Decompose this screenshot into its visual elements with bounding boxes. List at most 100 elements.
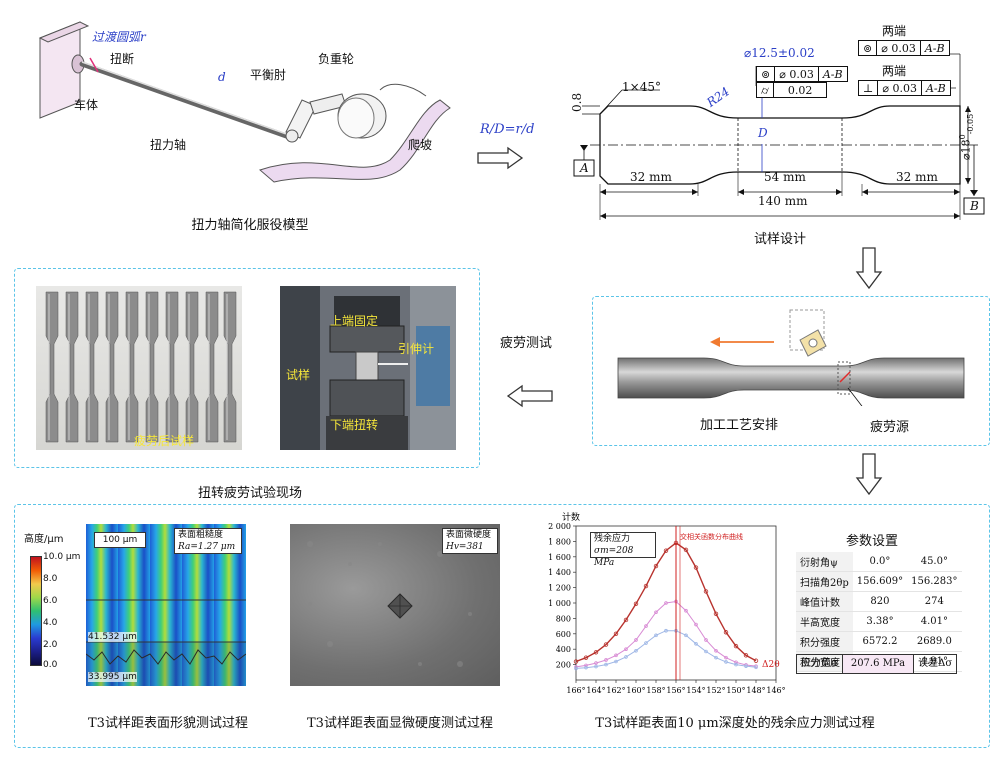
test-machine-photo	[280, 286, 456, 450]
specimen-label: 试样	[286, 368, 311, 382]
params-cell: 半高宽度	[796, 611, 853, 632]
data-point	[634, 638, 638, 642]
data-point	[574, 666, 578, 671]
params-cell: 积分强度	[796, 631, 853, 652]
test-site-panel	[14, 268, 480, 468]
roughness-value-top: 41.532 μm	[88, 632, 137, 642]
y-tick-label: 800	[556, 614, 571, 623]
y-tick-label: 1 000	[548, 599, 571, 608]
data-point	[654, 633, 658, 638]
design-caption: 试样设计	[753, 232, 806, 247]
torsion-shaft-label: 扭力轴	[150, 138, 187, 152]
x-tick-label: 148°	[746, 686, 765, 695]
params-cell: 274	[907, 591, 962, 612]
data-point	[583, 655, 589, 660]
data-point	[724, 660, 728, 664]
data-point	[733, 643, 739, 649]
stress-result-row: 应力值σ 207.6 MPa 误差Δσ	[796, 654, 958, 674]
data-point	[734, 660, 738, 665]
right-diameter-label: ⌀180-0.05	[958, 113, 975, 160]
x-tick-label: 164°	[586, 686, 605, 695]
data-point	[663, 548, 669, 553]
data-point	[594, 664, 598, 669]
body-label: 车体	[74, 98, 99, 112]
params-cell: 衍射角ψ	[796, 552, 853, 572]
arrow-right-icon	[477, 146, 524, 170]
y-tick-label: 1 200	[548, 584, 571, 593]
arrow-left-icon	[506, 384, 553, 408]
ends-label-1: 两端	[882, 24, 907, 38]
data-point	[754, 664, 758, 668]
fcf-perpendicularity-ends: ⊥ ⌀ 0.03 A-B	[858, 80, 951, 96]
chart-legend-box: 残余应力 σm=208 MPa	[590, 532, 656, 568]
measurement-panel	[14, 504, 990, 748]
params-cell: 156.283°	[907, 571, 962, 592]
x-tick-label: 146°	[766, 686, 785, 695]
data-point	[624, 647, 628, 652]
data-point	[713, 611, 719, 616]
datum-a-label: A	[580, 161, 589, 175]
dim-left-label: 32 mm	[630, 170, 672, 184]
service-model-caption: 扭力轴简化服役模型	[191, 218, 309, 233]
x-tick-label: 150°	[726, 686, 745, 695]
x-tick-label: 154°	[686, 686, 705, 695]
data-point	[704, 649, 708, 654]
dim-total-label: 140 mm	[758, 194, 808, 208]
cylindricity-icon: ⌭	[757, 83, 774, 97]
y-tick-label: 1 400	[548, 568, 571, 577]
data-point	[594, 661, 598, 665]
y-tick-label: 600	[556, 630, 571, 639]
extensometer-label: 引伸计	[398, 342, 435, 356]
data-point	[684, 633, 688, 638]
fatigue-test-label: 疲劳测试	[500, 336, 553, 351]
data-point	[724, 655, 728, 660]
params-cell: 4.91°	[907, 651, 962, 672]
service-model-diagram	[38, 21, 451, 183]
data-point	[643, 583, 649, 589]
data-point	[644, 624, 648, 628]
data-point	[753, 658, 759, 663]
data-point	[614, 653, 618, 658]
process-caption: 加工工艺安排	[700, 418, 779, 433]
series-line	[575, 630, 757, 669]
top-fixed-label: 上端固定	[330, 314, 379, 328]
bottom-twist-label: 下端扭转	[330, 418, 379, 432]
params-cell: 0.0°	[852, 552, 908, 572]
y-tick-label: 1 600	[548, 553, 571, 562]
hardness-info-box: 表面微硬度 Hv=381	[442, 528, 498, 554]
data-point	[584, 663, 588, 668]
roughness-caption: T3试样距表面形貌测试过程	[88, 716, 248, 731]
params-cell: 3.38°	[852, 611, 908, 632]
data-point	[744, 664, 748, 668]
x-tick-label: 166°	[566, 686, 585, 695]
torsion-shaft	[79, 61, 295, 141]
params-cell: 6572.2	[852, 631, 908, 652]
data-point	[664, 628, 668, 633]
stress-label: 应力值σ	[797, 655, 843, 673]
scale-bar-box: 100 μm	[94, 532, 146, 548]
params-cell: 45.0°	[907, 552, 962, 572]
data-point	[614, 659, 618, 664]
ratio-label: R/D=r/d	[480, 122, 535, 137]
params-cell: 820	[852, 591, 908, 612]
data-point	[714, 648, 718, 653]
dim-mid-label: 54 mm	[764, 170, 806, 184]
params-cell: 扫描角2θp	[796, 571, 853, 592]
data-point	[684, 608, 688, 613]
chamfer-label: 1×45°	[622, 80, 661, 94]
fatigue-source-label: 疲劳源	[870, 420, 910, 435]
hardness-caption: T3试样距表面显微硬度测试过程	[307, 716, 493, 731]
machined-specimen-photo	[617, 309, 965, 406]
stress-value: 207.6 MPa	[842, 655, 915, 673]
concentricity-icon: ⊚	[859, 41, 878, 55]
x-tick-label: 156°	[666, 686, 685, 695]
delta-2theta-label: Δ2θ	[762, 660, 780, 670]
data-point	[654, 610, 658, 615]
params-cell: 峰值计数	[796, 591, 853, 612]
